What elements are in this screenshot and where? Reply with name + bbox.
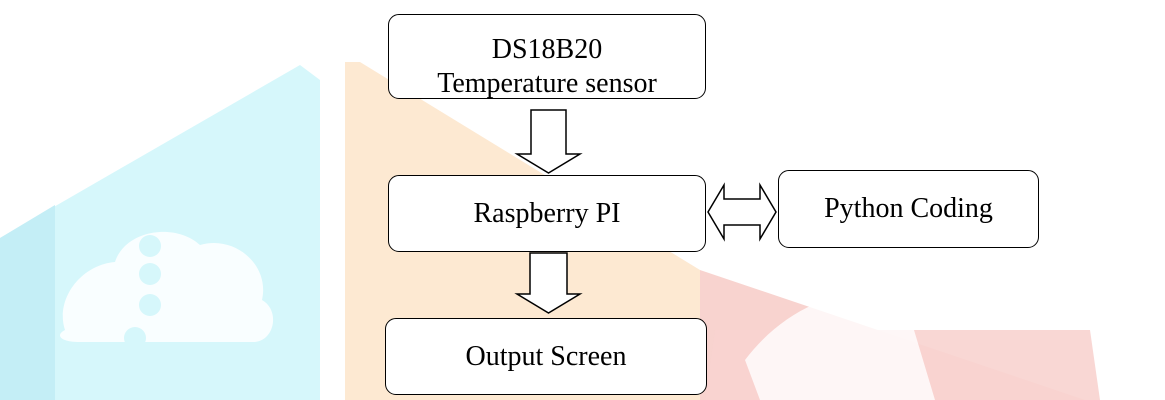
sensor-node: DS18B20 Temperature sensor: [388, 14, 706, 99]
sensor-node-title: DS18B20: [491, 34, 603, 65]
arrow-rpi-to-output: [514, 252, 583, 314]
python-coding-node-label: Python Coding: [824, 193, 993, 224]
python-coding-node: Python Coding: [778, 170, 1039, 248]
watermark-cyan-dark-shape: [0, 205, 55, 400]
watermark-book-icon: [745, 292, 935, 400]
raspberry-pi-node: Raspberry PI: [388, 175, 706, 252]
raspberry-pi-node-label: Raspberry PI: [473, 197, 621, 229]
output-screen-node: Output Screen: [385, 318, 707, 395]
watermark-cloud-icon: [60, 231, 274, 349]
arrow-rpi-python-bidirectional: [707, 182, 777, 242]
arrow-sensor-to-rpi: [514, 109, 583, 174]
sensor-node-subtitle: Temperature sensor: [437, 68, 657, 99]
output-screen-node-label: Output Screen: [465, 340, 627, 372]
